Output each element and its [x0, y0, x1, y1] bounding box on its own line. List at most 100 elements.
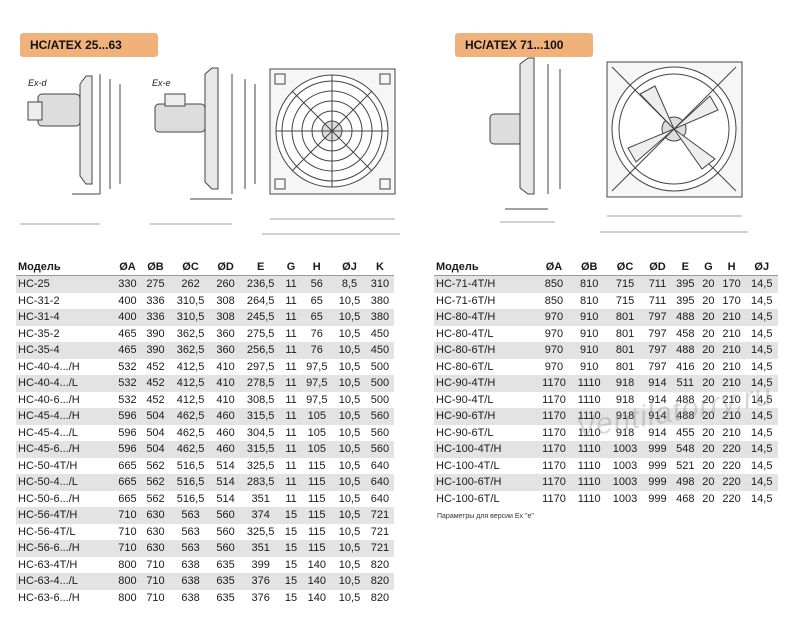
table-cell: 210	[717, 358, 746, 375]
table-cell: 14,5	[745, 325, 778, 342]
table-cell: HC-80-6T/H	[434, 342, 537, 359]
table-cell: 20	[699, 408, 718, 425]
table-cell: 400	[113, 292, 142, 309]
table-cell: 1170	[536, 457, 572, 474]
table-cell: 797	[643, 358, 672, 375]
table-cell: HC-90-4T/L	[434, 391, 537, 408]
table-cell: 11	[281, 441, 301, 458]
right-series-badge: HC/ATEX 71...100	[455, 33, 593, 57]
table-cell: 516,5	[169, 457, 212, 474]
table-cell: 918	[606, 424, 644, 441]
table-cell: 810	[571, 275, 607, 293]
table-cell: 14,5	[745, 457, 778, 474]
table-cell: 801	[606, 342, 644, 359]
table-cell: 488	[671, 391, 700, 408]
table-cell: 1110	[571, 474, 607, 491]
table-cell: 14,5	[745, 474, 778, 491]
column-header: Модель	[434, 258, 537, 276]
table-cell: 638	[169, 556, 212, 573]
table-cell: 65	[300, 292, 334, 309]
table-cell: 11	[281, 474, 301, 491]
table-cell: 511	[671, 375, 700, 392]
column-header: E	[671, 258, 700, 276]
table-cell: 15	[281, 507, 301, 524]
table-cell: 399	[239, 556, 282, 573]
table-cell: 10,5	[333, 424, 366, 441]
table-cell: 264,5	[239, 292, 282, 309]
table-cell: 315,5	[239, 408, 282, 425]
table-cell: 360	[211, 342, 240, 359]
table-cell: 11	[281, 309, 301, 326]
table-cell: HC-90-6T/H	[434, 408, 537, 425]
table-cell: 462,5	[169, 408, 212, 425]
column-header: ØD	[211, 258, 240, 276]
table-cell: 500	[365, 358, 394, 375]
table-cell: 914	[643, 424, 672, 441]
table-cell: 665	[113, 490, 142, 507]
table-cell: 1110	[571, 490, 607, 507]
table-cell: 20	[699, 424, 718, 441]
table-cell: 10,5	[333, 556, 366, 573]
table-cell: 1170	[536, 391, 572, 408]
table-cell: 20	[699, 325, 718, 342]
table-cell: 412,5	[169, 391, 212, 408]
table-cell: 630	[141, 540, 170, 557]
table-cell: 11	[281, 391, 301, 408]
table-cell: 336	[141, 292, 170, 309]
table-cell: 563	[169, 507, 212, 524]
table-cell: 10,5	[333, 309, 366, 326]
table-cell: 1170	[536, 474, 572, 491]
table-cell: 140	[300, 573, 334, 590]
table-cell: 11	[281, 275, 301, 293]
table-cell: 820	[365, 589, 394, 606]
table-cell: 245,5	[239, 309, 282, 326]
table-cell: 850	[536, 275, 572, 293]
table-cell: 562	[141, 457, 170, 474]
table-cell: 640	[365, 457, 394, 474]
table-cell: 380	[365, 292, 394, 309]
table-cell: 15	[281, 523, 301, 540]
table-cell: 504	[141, 408, 170, 425]
table-cell: 910	[571, 325, 607, 342]
table-cell: HC-100-4T/L	[434, 457, 537, 474]
table-cell: 20	[699, 474, 718, 491]
table-cell: HC-63-4T/H	[16, 556, 114, 573]
table-cell: 1170	[536, 408, 572, 425]
table-cell: 97,5	[300, 358, 334, 375]
table-cell: HC-90-6T/L	[434, 424, 537, 441]
table-cell: 630	[141, 523, 170, 540]
ex-e-note: Параметры для версии Ex "e"	[437, 513, 534, 520]
table-cell: 11	[281, 342, 301, 359]
table-cell: 721	[365, 540, 394, 557]
table-cell: 1170	[536, 375, 572, 392]
table-cell: 11	[281, 375, 301, 392]
table-cell: 374	[239, 507, 282, 524]
table-cell: 532	[113, 391, 142, 408]
table-cell: 504	[141, 441, 170, 458]
table-cell: 115	[300, 457, 334, 474]
table-cell: 105	[300, 408, 334, 425]
table-cell: HC-80-6T/L	[434, 358, 537, 375]
table-cell: 297,5	[239, 358, 282, 375]
table-cell: 76	[300, 325, 334, 342]
table-cell: 210	[717, 408, 746, 425]
table-cell: 460	[211, 441, 240, 458]
table-cell: 1003	[606, 490, 644, 507]
technical-drawings: Ex-d Ex-e	[20, 57, 748, 235]
table-cell: 10,5	[333, 441, 366, 458]
table-cell: 914	[643, 391, 672, 408]
table-cell: 220	[717, 490, 746, 507]
table-cell: 10,5	[333, 523, 366, 540]
table-cell: 20	[699, 490, 718, 507]
table-cell: 10,5	[333, 325, 366, 342]
table-cell: 715	[606, 275, 644, 293]
table-cell: HC-31-4	[16, 309, 114, 326]
table-cell: 970	[536, 342, 572, 359]
